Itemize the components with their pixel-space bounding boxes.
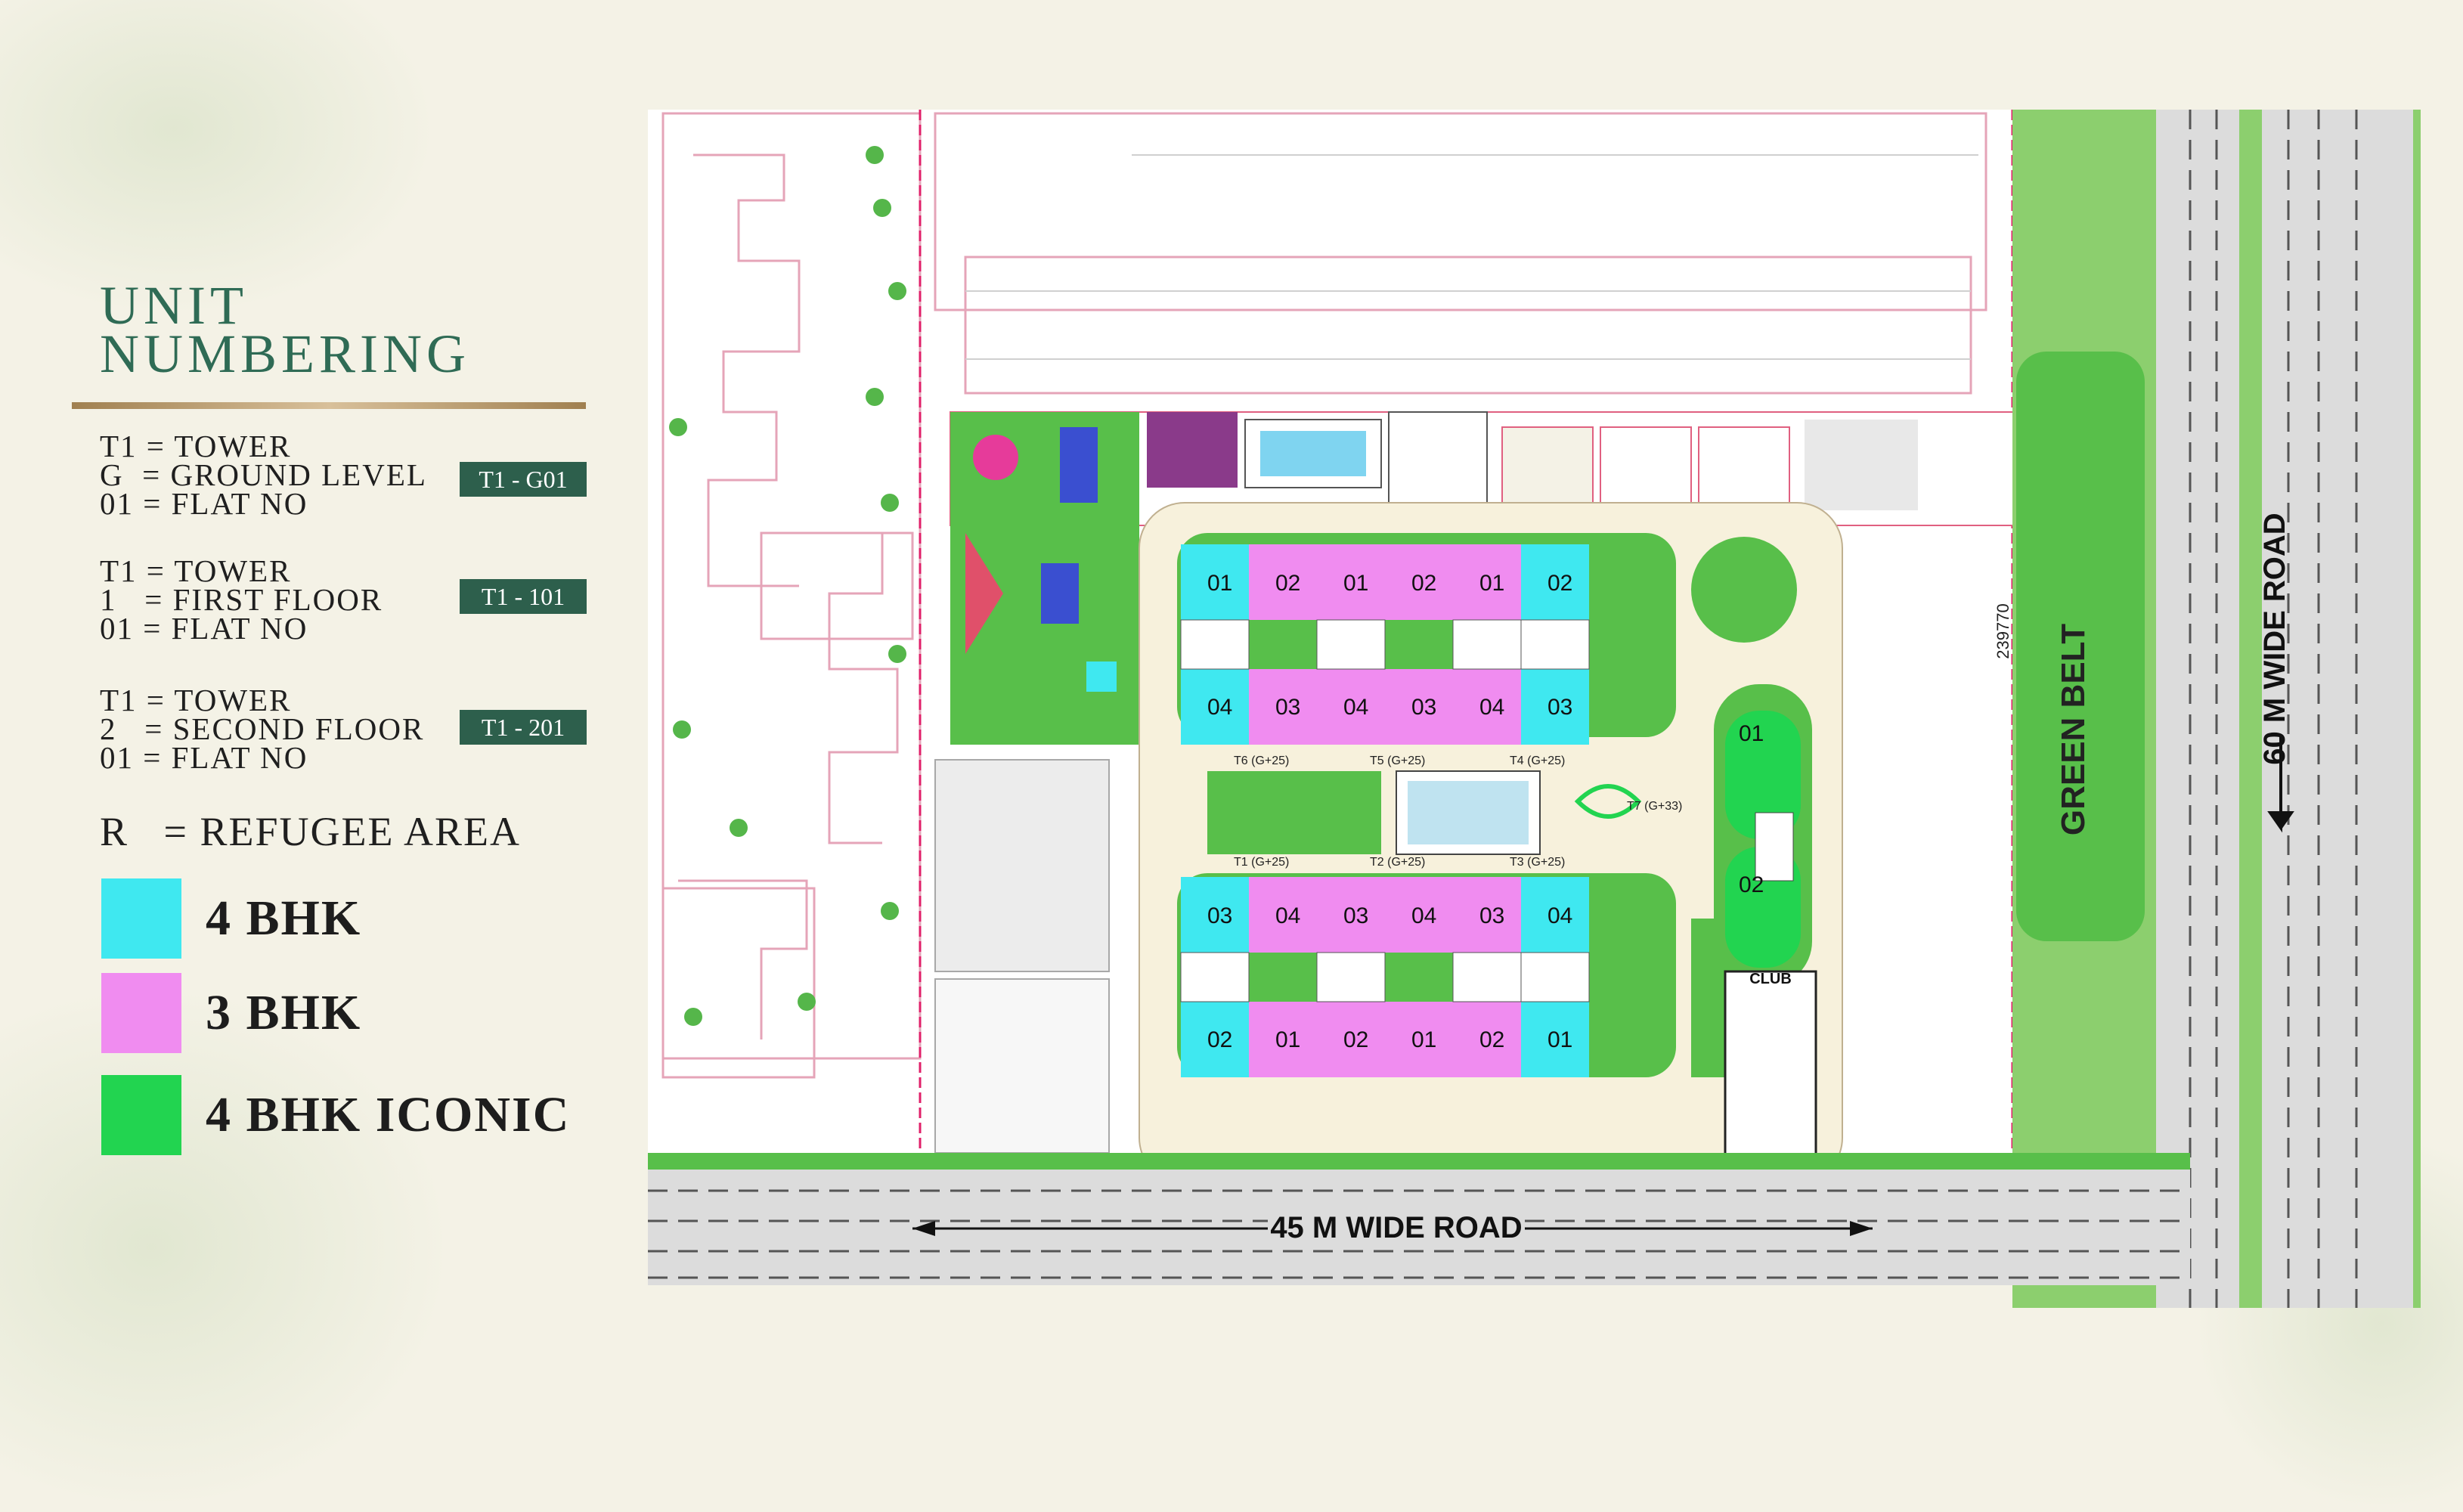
unit-label: 03 xyxy=(1207,903,1232,928)
unit-label: 04 xyxy=(1275,903,1300,928)
road-45m-verge xyxy=(648,1153,2190,1170)
unit-code-tag: T1 - G01 xyxy=(460,462,587,497)
south-tower-block: 03 04 03 04 03 04 02 01 02 01 02 01 xyxy=(1180,877,1590,1077)
neighbour-trees xyxy=(669,146,906,1026)
road-60m-lanes xyxy=(2189,110,2358,1308)
swatch-label: 4 BHK xyxy=(206,891,362,946)
road-60m-median xyxy=(2239,110,2262,1308)
legend-line: G = GROUND LEVEL xyxy=(100,457,427,492)
unit-label: 03 xyxy=(1548,695,1572,720)
legend-line: T1 = TOWER xyxy=(100,553,292,588)
swatch-label: 3 BHK xyxy=(206,985,362,1040)
swatch-4bhk xyxy=(101,878,181,959)
right-arrow-icon xyxy=(1850,1221,1873,1236)
swatch-3bhk xyxy=(101,973,181,1053)
club-building xyxy=(1724,970,1817,1170)
left-arrow-icon xyxy=(912,1221,935,1236)
site-plan: CLUB 01 02 01 02 01 02 01 02 04 03 xyxy=(648,110,2421,1308)
unit-label: 01 xyxy=(1343,571,1368,596)
club-label: CLUB xyxy=(1749,971,1792,987)
tower-tag: T3 (G+25) xyxy=(1510,856,1565,869)
green-belt-label: GREEN BELT xyxy=(2055,624,2092,835)
unit-label: 02 xyxy=(1275,571,1300,596)
unit-label: 04 xyxy=(1207,695,1232,720)
road-label-bg xyxy=(1268,1213,1525,1244)
legend-panel: UNIT NUMBERING T1 = TOWER G = GROUND LEV… xyxy=(0,0,605,1510)
unit-code-tag: T1 - 101 xyxy=(460,579,587,614)
tower-tag: T1 (G+25) xyxy=(1234,856,1289,869)
unit-label: 02 xyxy=(1207,1027,1232,1052)
legend-line: 01 = FLAT NO xyxy=(100,486,308,521)
legend-line: T1 = TOWER xyxy=(100,429,292,463)
unit-label: 02 xyxy=(1343,1027,1368,1052)
amenities-strip xyxy=(950,411,2161,745)
iconic-unit-label: 02 xyxy=(1739,872,1764,897)
swatch-label: 4 BHK ICONIC xyxy=(206,1087,571,1142)
north-tower-block: 01 02 01 02 01 02 04 03 04 03 04 03 xyxy=(1180,544,1590,745)
unit-label: 01 xyxy=(1411,1027,1436,1052)
unit-label: 03 xyxy=(1343,903,1368,928)
swatch-4bhk-iconic xyxy=(101,1075,181,1155)
unit-label: 01 xyxy=(1479,571,1504,596)
unit-label: 01 xyxy=(1207,571,1232,596)
legend-line: 2 = SECOND FLOOR xyxy=(100,711,425,746)
belt-dimension: 239770 xyxy=(1994,603,2012,658)
unit-label: 04 xyxy=(1548,903,1572,928)
tower-tag: T2 (G+25) xyxy=(1370,856,1425,869)
unit-label: 04 xyxy=(1479,695,1504,720)
unit-label: 03 xyxy=(1411,695,1436,720)
tower-tag: T4 (G+25) xyxy=(1510,754,1565,767)
legend-title-line1: UNIT xyxy=(100,275,248,336)
refugee-area-note: R = REFUGEE AREA xyxy=(100,809,521,854)
pool-water xyxy=(1408,781,1529,844)
legend-line: 01 = FLAT NO xyxy=(100,611,308,646)
fountain xyxy=(1574,784,1642,819)
road-60m-label: 60 M WIDE ROAD xyxy=(2258,513,2291,764)
road-45m-label: 45 M WIDE ROAD xyxy=(1270,1211,1522,1244)
unit-label: 03 xyxy=(1479,903,1504,928)
road-60m xyxy=(2156,110,2413,1308)
tower-tag: T7 (G+33) xyxy=(1627,800,1682,813)
legend-title-line2: NUMBERING xyxy=(100,324,471,384)
unit-label: 03 xyxy=(1275,695,1300,720)
unit-label: 02 xyxy=(1411,571,1436,596)
unit-label: 04 xyxy=(1343,695,1368,720)
legend-line: T1 = TOWER xyxy=(100,683,292,717)
green-belt-lawn xyxy=(2016,352,2145,941)
road-45m-lanes xyxy=(648,1189,2190,1279)
unit-label: 02 xyxy=(1479,1027,1504,1052)
unit-label: 02 xyxy=(1548,571,1572,596)
tower-tags: T6 (G+25) T5 (G+25) T4 (G+25) T7 (G+33) … xyxy=(1234,754,1682,869)
tower-tag: T5 (G+25) xyxy=(1370,754,1425,767)
parking-strips xyxy=(965,154,1978,360)
down-arrow-icon xyxy=(2267,737,2294,833)
legend-line: 1 = FIRST FLOOR xyxy=(100,582,383,617)
plaza xyxy=(934,759,1110,972)
plaza-lower xyxy=(934,978,1110,1154)
tower-tag: T6 (G+25) xyxy=(1234,754,1289,767)
unit-label: 04 xyxy=(1411,903,1436,928)
legend-line: 01 = FLAT NO xyxy=(100,740,308,775)
iconic-tower: 01 02 xyxy=(1725,711,1801,968)
unit-code-tag: T1 - 201 xyxy=(460,710,587,745)
iconic-unit-label: 01 xyxy=(1739,721,1764,746)
unit-label: 01 xyxy=(1548,1027,1572,1052)
title-divider xyxy=(72,402,586,409)
unit-label: 01 xyxy=(1275,1027,1300,1052)
